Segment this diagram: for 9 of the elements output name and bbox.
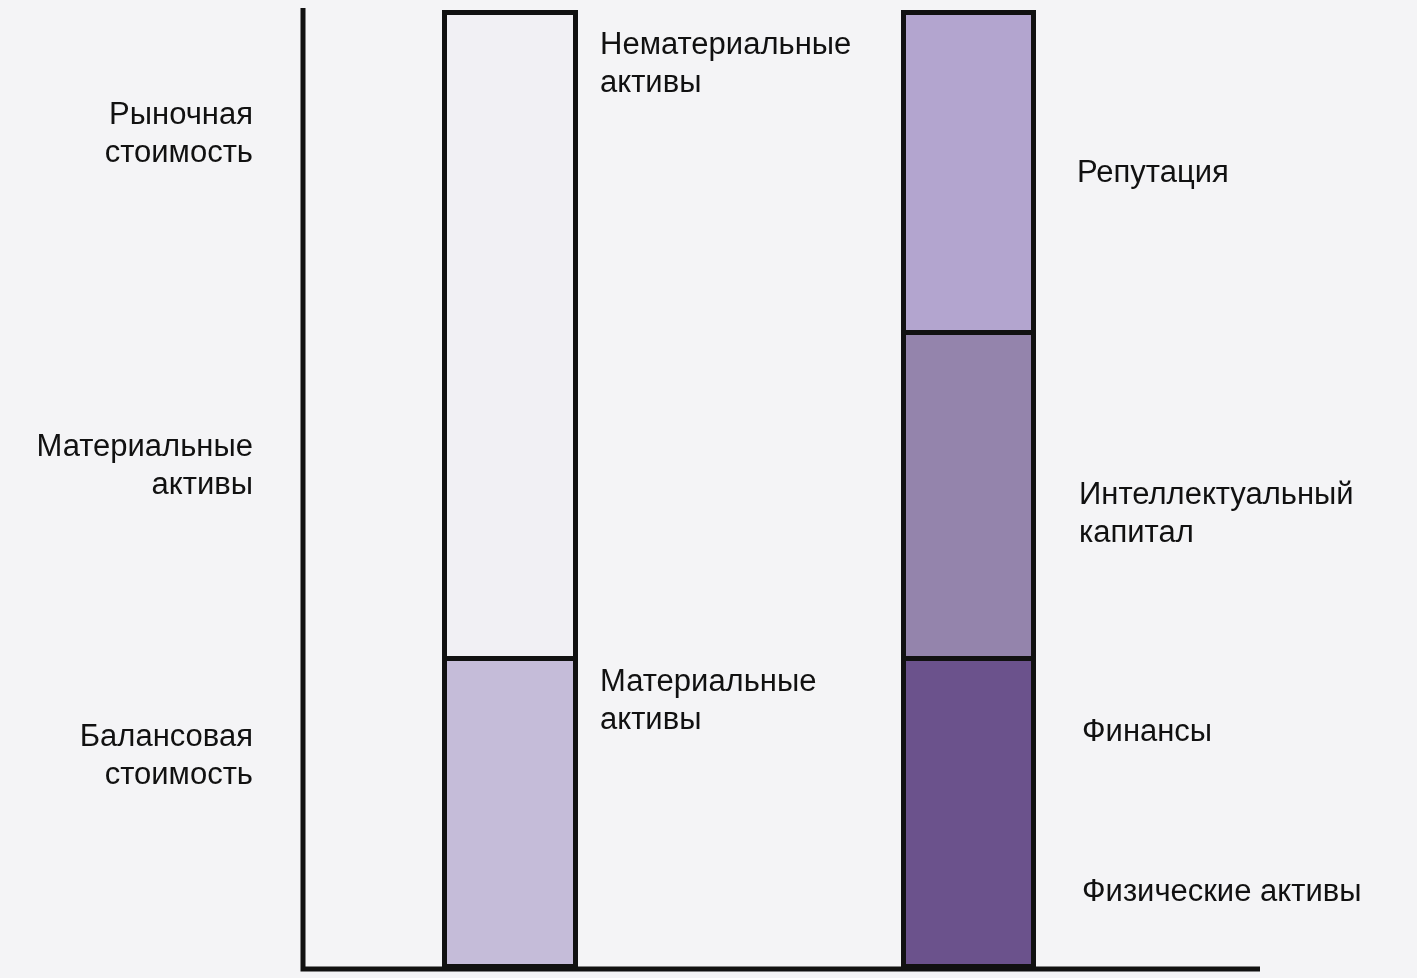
axis-label: Рыночная стоимость (103, 95, 253, 171)
segment-label: Физические активы (1082, 872, 1363, 910)
segment-label: Финансы (1082, 712, 1214, 750)
segment-label: Нематериальные активы (600, 25, 853, 101)
segment-label: Репутация (1077, 153, 1230, 191)
axis-label: Материальные активы (35, 427, 253, 503)
segment-label: Интеллектуальный капитал (1079, 475, 1355, 551)
axis-label: Балансовая стоимость (78, 717, 253, 793)
segment-label: Материальные активы (600, 662, 818, 738)
